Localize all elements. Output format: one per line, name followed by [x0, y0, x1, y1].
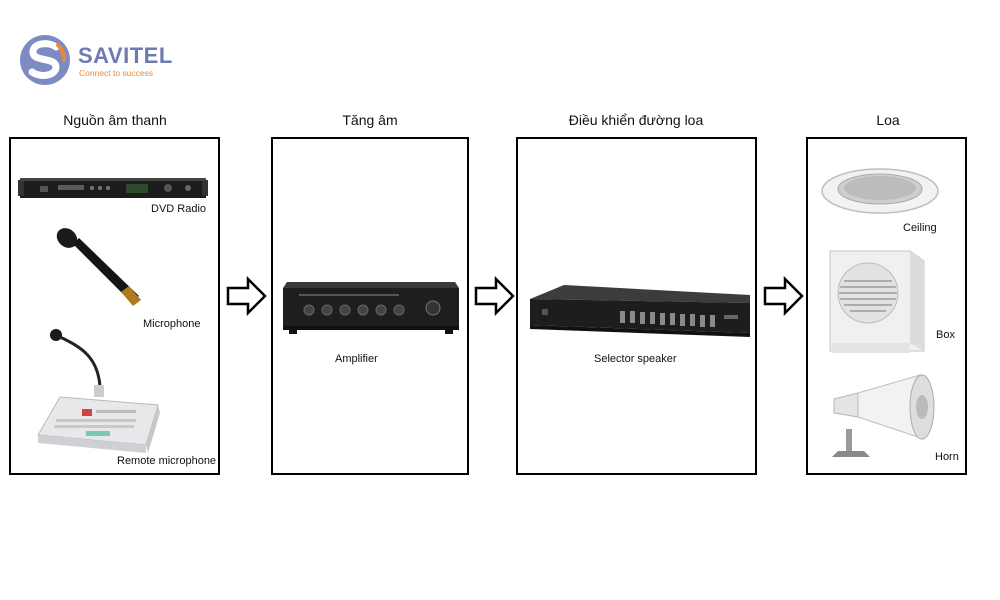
- savitel-logo-icon: [20, 35, 70, 85]
- handheld-microphone: [56, 228, 141, 306]
- dvd-radio-label: DVD Radio: [151, 203, 207, 215]
- arrow-right-icon: [226, 276, 267, 316]
- amplifier-device: [283, 282, 459, 334]
- selector-speaker-label: Selector speaker: [594, 353, 677, 365]
- stage-title-source: Nguồn âm thanh: [63, 112, 167, 128]
- horn-speaker-label: Horn: [935, 451, 959, 463]
- stage-title-selector: Điều khiển đường loa: [568, 112, 704, 128]
- stage-title-amplifier: Tăng âm: [342, 112, 398, 128]
- remote-microphone-label: Remote microphone: [117, 455, 217, 467]
- paging-console: [37, 329, 160, 453]
- stage-title-speakers: Loa: [876, 112, 900, 128]
- amplifier-label: Amplifier: [335, 353, 378, 365]
- box-speaker-label: Box: [936, 329, 955, 341]
- ceiling-speaker-label: Ceiling: [903, 222, 937, 234]
- speaker-selector-device: [530, 285, 750, 337]
- brand-name: SAVITEL: [78, 43, 173, 68]
- selector-panel: Selector speaker: [516, 137, 757, 475]
- amplifier-panel: Amplifier: [271, 137, 469, 475]
- dvd-radio-device: [18, 178, 208, 198]
- speakers-panel: Ceiling Box Horn: [806, 137, 967, 475]
- arrow-right-icon: [474, 276, 515, 316]
- box-speaker: [829, 250, 925, 353]
- ceiling-speaker: [821, 168, 939, 214]
- brand-tagline: Connect to success: [79, 68, 154, 78]
- horn-speaker: [832, 374, 935, 457]
- brand-logo: SAVITEL Connect to success: [18, 33, 188, 89]
- source-panel: DVD Radio Microphone Remote microphone: [9, 137, 220, 475]
- microphone-label: Microphone: [143, 318, 201, 330]
- arrow-right-icon: [763, 276, 804, 316]
